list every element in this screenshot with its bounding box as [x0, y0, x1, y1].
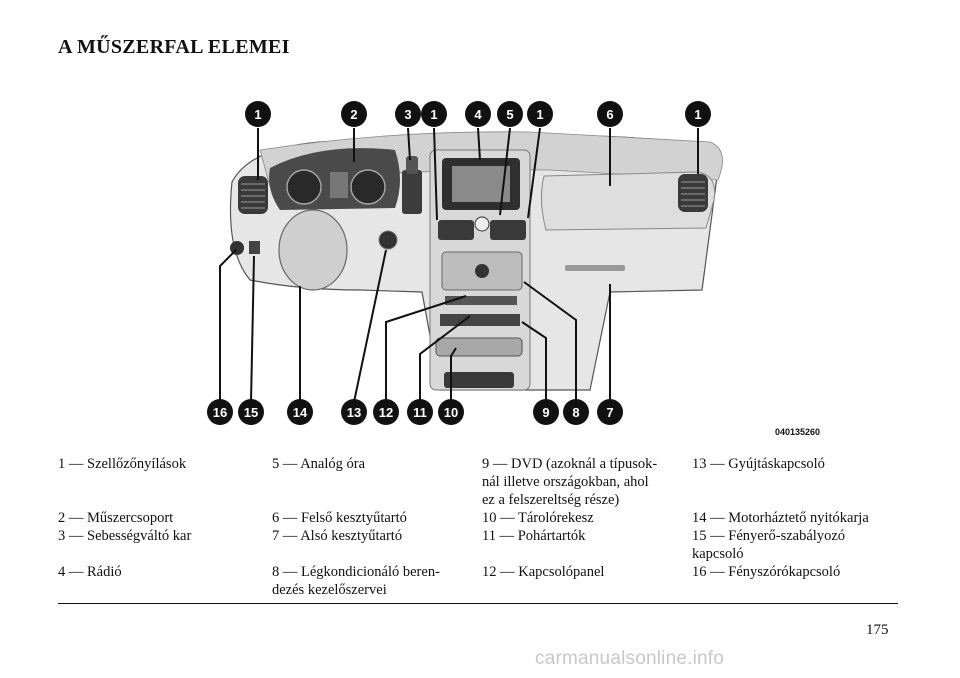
- radio-screen: [452, 166, 510, 202]
- steering-hub: [278, 209, 348, 291]
- center-vent-left: [438, 220, 474, 240]
- upper-glovebox: [540, 171, 716, 231]
- gauge-left: [286, 169, 322, 205]
- callout-3: 3: [395, 101, 421, 127]
- watermark: carmanualsonline.info: [535, 648, 725, 669]
- svg-text:13: 13: [347, 405, 361, 420]
- legend-row: 2 — Műszercsoport 6 — Felső kesztyűtartó…: [58, 509, 908, 527]
- svg-text:1: 1: [254, 107, 261, 122]
- divider: [58, 603, 898, 604]
- callout-16: 16: [207, 399, 233, 425]
- dashboard-illustration: 1 2 3 1 4 5 1 6 1 16 15 14 13 12 11 10 9…: [207, 101, 820, 437]
- right-vent: [678, 174, 708, 212]
- legend-item: 1 — Szellőzőnyílások: [58, 456, 187, 472]
- center-vent-right: [490, 220, 526, 240]
- analog-clock: [474, 216, 490, 232]
- cupholder: [444, 372, 514, 388]
- legend-item: 12 — Kapcsolópanel: [482, 564, 605, 580]
- legend-row: 4 — Rádió 8 — Légkondicionáló beren-dezé…: [58, 563, 908, 599]
- legend-item: 11 — Pohártartók: [482, 528, 586, 544]
- svg-text:1: 1: [430, 107, 437, 122]
- legend-item: 14 — Motorháztető nyitókarja: [692, 510, 869, 526]
- ignition: [378, 230, 398, 250]
- lower-glovebox-handle: [565, 265, 625, 271]
- callout-1b: 1: [421, 101, 447, 127]
- svg-text:16: 16: [213, 405, 227, 420]
- legend-row: 1 — Szellőzőnyílások 5 — Analóg óra 9 — …: [58, 455, 908, 509]
- svg-text:1: 1: [536, 107, 543, 122]
- legend-item: 7 — Alsó kesztyűtartó: [272, 528, 403, 544]
- callout-15: 15: [238, 399, 264, 425]
- dashboard-figure: 1 2 3 1 4 5 1 6 1 16 15 14 13 12 11 10 9…: [190, 90, 850, 440]
- svg-text:12: 12: [379, 405, 393, 420]
- svg-text:14: 14: [293, 405, 308, 420]
- legend-item: 16 — Fényszórókapcsoló: [692, 564, 841, 580]
- legend-item: 10 — Tárolórekesz: [482, 510, 594, 526]
- bottom-callouts: 16 15 14 13 12 11 10 9 8 7: [207, 399, 623, 425]
- callout-1c: 1: [527, 101, 553, 127]
- svg-text:6: 6: [606, 107, 613, 122]
- switch-panel: [445, 296, 517, 305]
- callout-9: 9: [533, 399, 559, 425]
- svg-text:5: 5: [506, 107, 513, 122]
- callout-13: 13: [341, 399, 367, 425]
- gauge-right: [350, 169, 386, 205]
- callout-5: 5: [497, 101, 523, 127]
- svg-text:2: 2: [350, 107, 357, 122]
- dimmer-switch: [249, 241, 260, 254]
- legend-item: 3 — Sebességváltó kar: [58, 528, 192, 544]
- svg-text:15: 15: [244, 405, 258, 420]
- callout-6: 6: [597, 101, 623, 127]
- callout-7: 7: [597, 399, 623, 425]
- legend-item: 13 — Gyújtáskapcsoló: [692, 456, 825, 472]
- top-callouts: 1 2 3 1 4 5 1 6 1: [245, 101, 711, 127]
- callout-12: 12: [373, 399, 399, 425]
- legend-row: 3 — Sebességváltó kar 7 — Alsó kesztyűta…: [58, 527, 908, 563]
- callout-14: 14: [287, 399, 313, 425]
- legend-table: 1 — Szellőzőnyílások 5 — Analóg óra 9 — …: [58, 455, 908, 599]
- page-title: A MŰSZERFAL ELEMEI: [58, 36, 290, 58]
- cluster-display: [330, 172, 348, 198]
- legend-item: 2 — Műszercsoport: [58, 510, 174, 526]
- legend-item: 8 — Légkondicionáló beren-dezés kezelősz…: [272, 564, 440, 598]
- gear-shifter: [402, 170, 422, 214]
- left-vent: [238, 176, 268, 214]
- storage-bin: [435, 337, 523, 357]
- svg-text:3: 3: [404, 107, 411, 122]
- dvd-slot: [440, 314, 520, 326]
- svg-text:11: 11: [413, 405, 427, 420]
- callout-4: 4: [465, 101, 491, 127]
- legend-item: 6 — Felső kesztyűtartó: [272, 510, 407, 526]
- callout-1a: 1: [245, 101, 271, 127]
- svg-text:1: 1: [694, 107, 701, 122]
- callout-11: 11: [407, 399, 433, 425]
- callout-10: 10: [438, 399, 464, 425]
- callout-8: 8: [563, 399, 589, 425]
- legend-item: 5 — Analóg óra: [272, 456, 366, 472]
- page-number: 175: [866, 622, 889, 638]
- callout-1d: 1: [685, 101, 711, 127]
- legend-item: 4 — Rádió: [58, 564, 122, 580]
- figure-code: 040135260: [775, 427, 820, 437]
- svg-text:10: 10: [444, 405, 458, 420]
- svg-text:4: 4: [474, 107, 482, 122]
- svg-text:7: 7: [606, 405, 613, 420]
- callout-2: 2: [341, 101, 367, 127]
- climate-knob: [475, 264, 489, 278]
- gear-knob: [406, 156, 418, 174]
- legend-item: 9 — DVD (azoknál a típusok-nál illetve o…: [482, 456, 658, 508]
- svg-text:9: 9: [542, 405, 549, 420]
- svg-text:8: 8: [572, 405, 579, 420]
